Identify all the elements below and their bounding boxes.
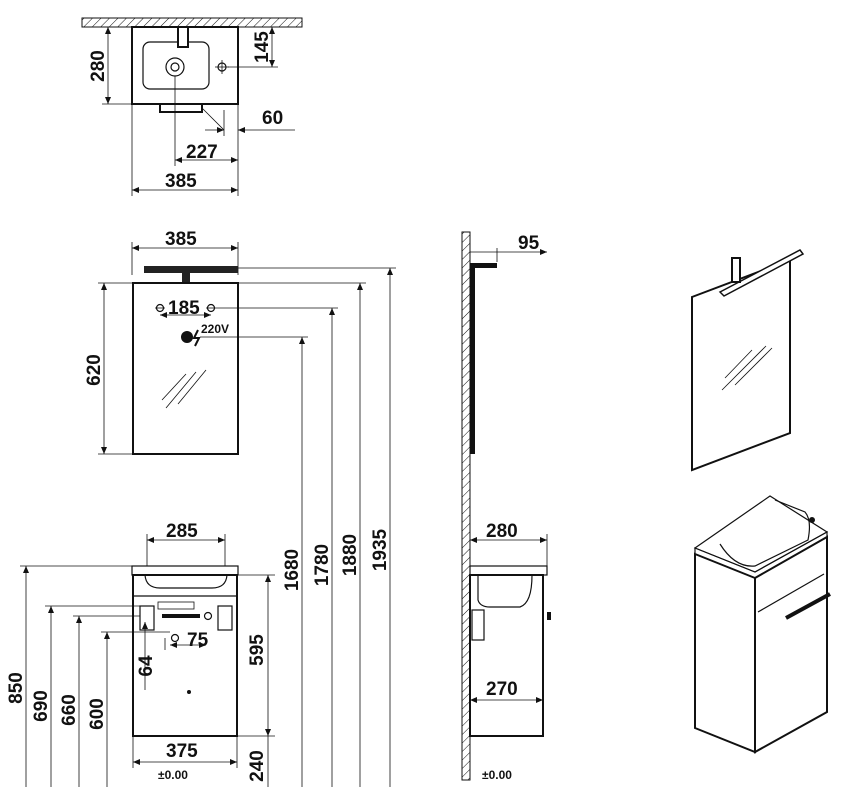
dim-top-width: 385	[165, 171, 197, 192]
dim-cab-spacing-75: 75	[187, 630, 209, 651]
dim-cab-side-depth-top: 280	[486, 521, 518, 542]
wall-hatch-top	[81, 17, 303, 28]
cabinet-front-view: 285 75 64 595 240 375 ±0.00	[131, 521, 275, 787]
top-siphon	[159, 103, 203, 113]
dim-mirror-side-depth: 95	[518, 233, 540, 254]
dim-h850: 850	[6, 672, 27, 704]
dim-mirror-width: 385	[165, 229, 197, 250]
dim-cab-width: 375	[166, 741, 198, 762]
cabinet-height-dimensions: 850 690 660 600	[6, 565, 170, 787]
mirror-light-bar	[144, 266, 238, 273]
mirror-perspective	[691, 249, 805, 472]
dim-h1880: 1880	[340, 534, 361, 576]
dim-cab-bottom: 240	[247, 750, 268, 782]
cabinet-perspective	[693, 495, 831, 754]
dim-cab-side-depth-bottom: 270	[486, 679, 518, 700]
side-bracket	[471, 609, 485, 641]
dim-h600: 600	[87, 698, 108, 730]
cabinet-dot	[187, 690, 191, 694]
dim-mirror-hole-spacing: 185	[168, 298, 200, 319]
bracket-left	[139, 605, 155, 631]
side-view: 95 280 270 ±0.00	[461, 231, 551, 782]
dim-top-tap: 145	[252, 31, 273, 63]
side-cabinet-body	[469, 574, 544, 737]
top-tap-body	[177, 26, 189, 48]
height-dimensions: 1680 1780 1880 1935	[200, 267, 396, 787]
dim-h690: 690	[31, 690, 52, 722]
dim-h660: 660	[59, 694, 80, 726]
mirror-front-view: 385 185 220V 620	[84, 229, 239, 455]
power-socket-icon	[181, 331, 193, 343]
cabinet-basin-top	[131, 565, 239, 576]
dim-cab-spacing-64: 64	[136, 655, 157, 677]
cabinet-body	[132, 574, 238, 737]
perspective-mirror-panel	[691, 258, 791, 472]
mirror-panel	[132, 282, 239, 455]
dim-cab-basin-width: 285	[166, 521, 198, 542]
side-light	[470, 263, 497, 268]
perspective-cabinet-front	[694, 552, 756, 754]
perspective-top-surface	[693, 495, 829, 573]
dim-h1780: 1780	[312, 544, 333, 586]
side-mirror	[470, 268, 475, 454]
top-view: 280 145 60 227 385	[81, 17, 303, 196]
top-basin-bowl	[142, 41, 210, 90]
floor-level-front: ±0.00	[158, 768, 188, 782]
dim-top-depth: 280	[88, 50, 109, 82]
dim-h1680: 1680	[282, 549, 303, 591]
wall-hatch-side	[461, 231, 471, 781]
lightning-icon	[192, 329, 201, 347]
dim-h1935: 1935	[370, 528, 391, 571]
floor-level-side: ±0.00	[482, 768, 512, 782]
drain-inner-icon	[170, 62, 180, 72]
dim-mirror-height: 620	[84, 354, 105, 386]
dim-top-offset: 60	[262, 108, 283, 129]
dim-top-drain: 227	[186, 142, 218, 163]
handle-screw-icon	[203, 611, 213, 621]
handle-bar	[162, 614, 200, 618]
bracket-right	[217, 605, 233, 631]
drain-outlet-icon	[170, 633, 180, 643]
dim-cab-body-height: 595	[247, 634, 268, 666]
mirror-voltage: 220V	[201, 322, 229, 336]
perspective-cabinet-side	[754, 535, 828, 754]
mirror-light-stem	[182, 273, 190, 283]
side-cabinet-top	[469, 565, 548, 576]
drain-icon	[165, 57, 185, 77]
